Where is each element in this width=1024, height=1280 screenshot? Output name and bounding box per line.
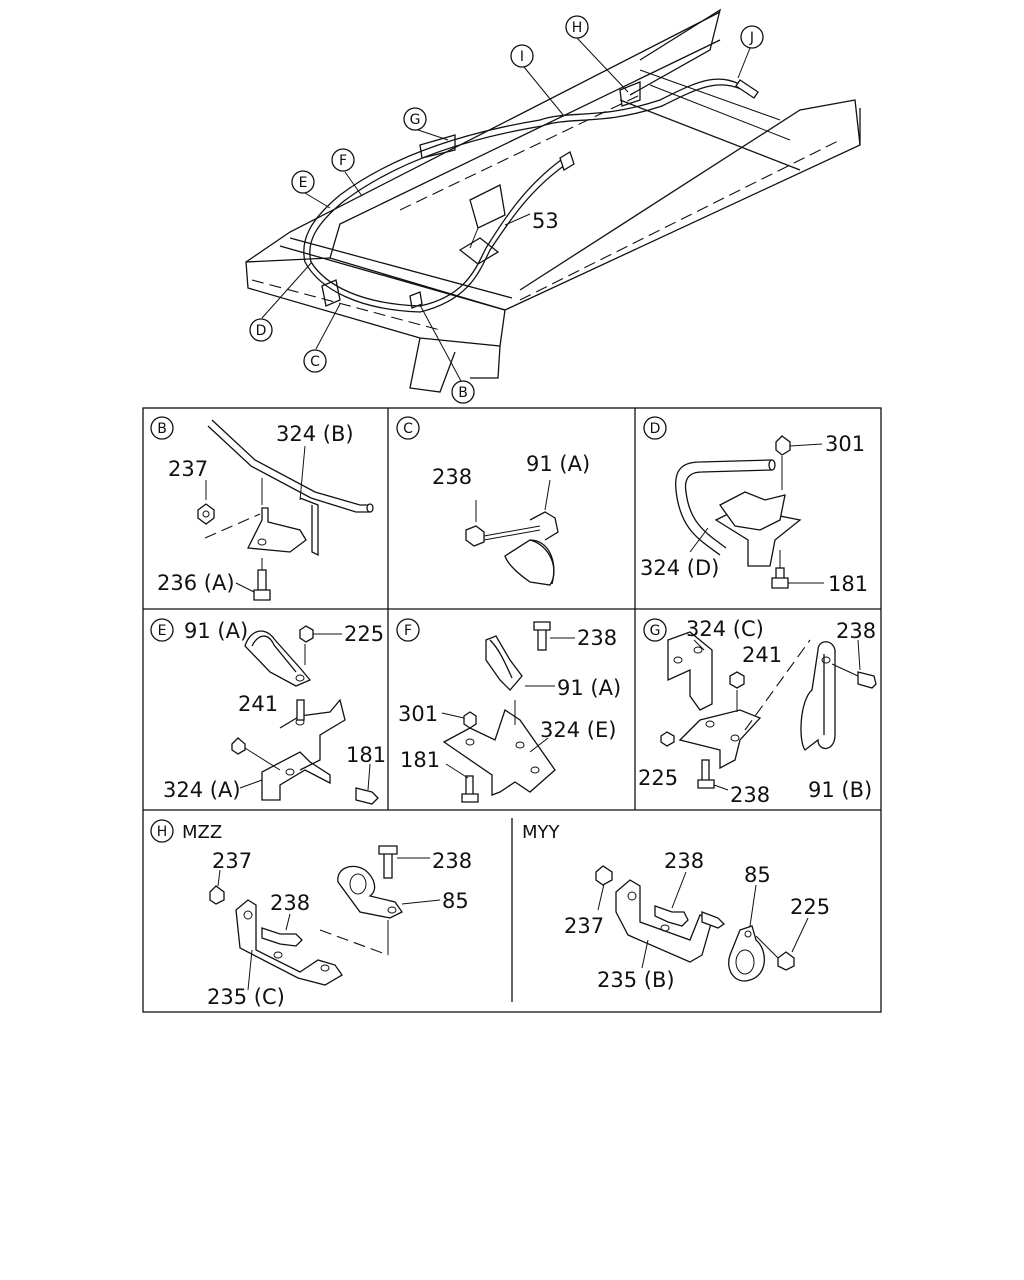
svg-text:J: J [749, 30, 754, 46]
label-301: 301 [398, 702, 438, 726]
label-301: 301 [825, 432, 865, 456]
panel-h-mzz: H MZZ 237 238 238 85 235 (C) [150, 819, 472, 1009]
label-237: 237 [212, 849, 252, 873]
label-85: 85 [744, 863, 771, 887]
variant-myy: MYY [522, 822, 561, 843]
label-181: 181 [346, 743, 386, 767]
label-324e: 324 (E) [540, 718, 616, 742]
label-238: 238 [432, 465, 472, 489]
label-241: 241 [742, 643, 782, 667]
label-324c: 324 (C) [686, 617, 764, 641]
brake-cable [303, 78, 759, 313]
label-236a: 236 (A) [157, 571, 235, 595]
label-225: 225 [790, 895, 830, 919]
svg-text:E: E [158, 623, 167, 639]
panel-e: E 91 (A) 225 241 181 324 (A) [150, 618, 386, 805]
label-324a: 324 (A) [163, 778, 241, 802]
svg-text:C: C [403, 421, 413, 437]
callout-i [510, 44, 534, 68]
label-91a: 91 (A) [526, 452, 590, 476]
detail-grid [142, 407, 882, 1013]
label-91a: 91 (A) [184, 619, 248, 643]
svg-text:H: H [157, 824, 168, 840]
svg-text:D: D [650, 421, 661, 437]
callout-d [249, 318, 273, 342]
svg-text:G: G [410, 112, 421, 128]
label-91b: 91 (B) [808, 778, 872, 802]
panel-c: C 238 91 (A) [396, 416, 590, 586]
svg-text:F: F [339, 153, 347, 169]
label-238: 238 [730, 783, 770, 807]
svg-text:H: H [572, 20, 583, 36]
callout-c [303, 349, 327, 373]
svg-text:C: C [310, 354, 320, 370]
svg-text:B: B [157, 421, 167, 437]
svg-text:E: E [299, 175, 308, 191]
label-324b: 324 (B) [276, 422, 354, 446]
label-225: 225 [344, 622, 384, 646]
part-label-53: 53 [532, 209, 559, 233]
svg-text:F: F [404, 623, 412, 639]
label-241: 241 [238, 692, 278, 716]
label-238: 238 [836, 619, 876, 643]
callout-h [565, 15, 589, 39]
callout-b [451, 380, 475, 404]
label-324d: 324 (D) [640, 556, 719, 580]
svg-text:B: B [458, 385, 468, 401]
callout-f [331, 148, 355, 172]
label-238: 238 [270, 891, 310, 915]
label-238: 238 [577, 626, 617, 650]
label-237: 237 [564, 914, 604, 938]
svg-text:G: G [650, 623, 661, 639]
label-235b: 235 (B) [597, 968, 675, 992]
label-225: 225 [638, 766, 678, 790]
panel-h-myy: MYY 238 85 237 225 235 (B) [522, 822, 830, 992]
panel-b: B 324 (B) 237 236 (A) [150, 416, 374, 601]
callout-e [291, 170, 315, 194]
chassis-overview [245, 8, 861, 393]
overview-callouts: H J I G F E D C B 53 [249, 15, 764, 404]
label-238: 238 [664, 849, 704, 873]
callout-j [740, 25, 764, 49]
label-235c: 235 (C) [207, 985, 285, 1009]
svg-text:D: D [256, 323, 267, 339]
label-91a: 91 (A) [557, 676, 621, 700]
label-238: 238 [432, 849, 472, 873]
label-85: 85 [442, 889, 469, 913]
panel-f: F 238 91 (A) 301 324 (E) 181 [396, 618, 621, 803]
variant-mzz: MZZ [182, 822, 222, 843]
label-181: 181 [828, 572, 868, 596]
label-181: 181 [400, 748, 440, 772]
svg-text:I: I [520, 49, 524, 65]
label-237: 237 [168, 457, 208, 481]
callout-g [403, 107, 427, 131]
panel-g: G 324 (C) 238 241 225 238 91 (B) [638, 617, 877, 807]
panel-d: D 301 324 (D) 181 [640, 416, 868, 596]
